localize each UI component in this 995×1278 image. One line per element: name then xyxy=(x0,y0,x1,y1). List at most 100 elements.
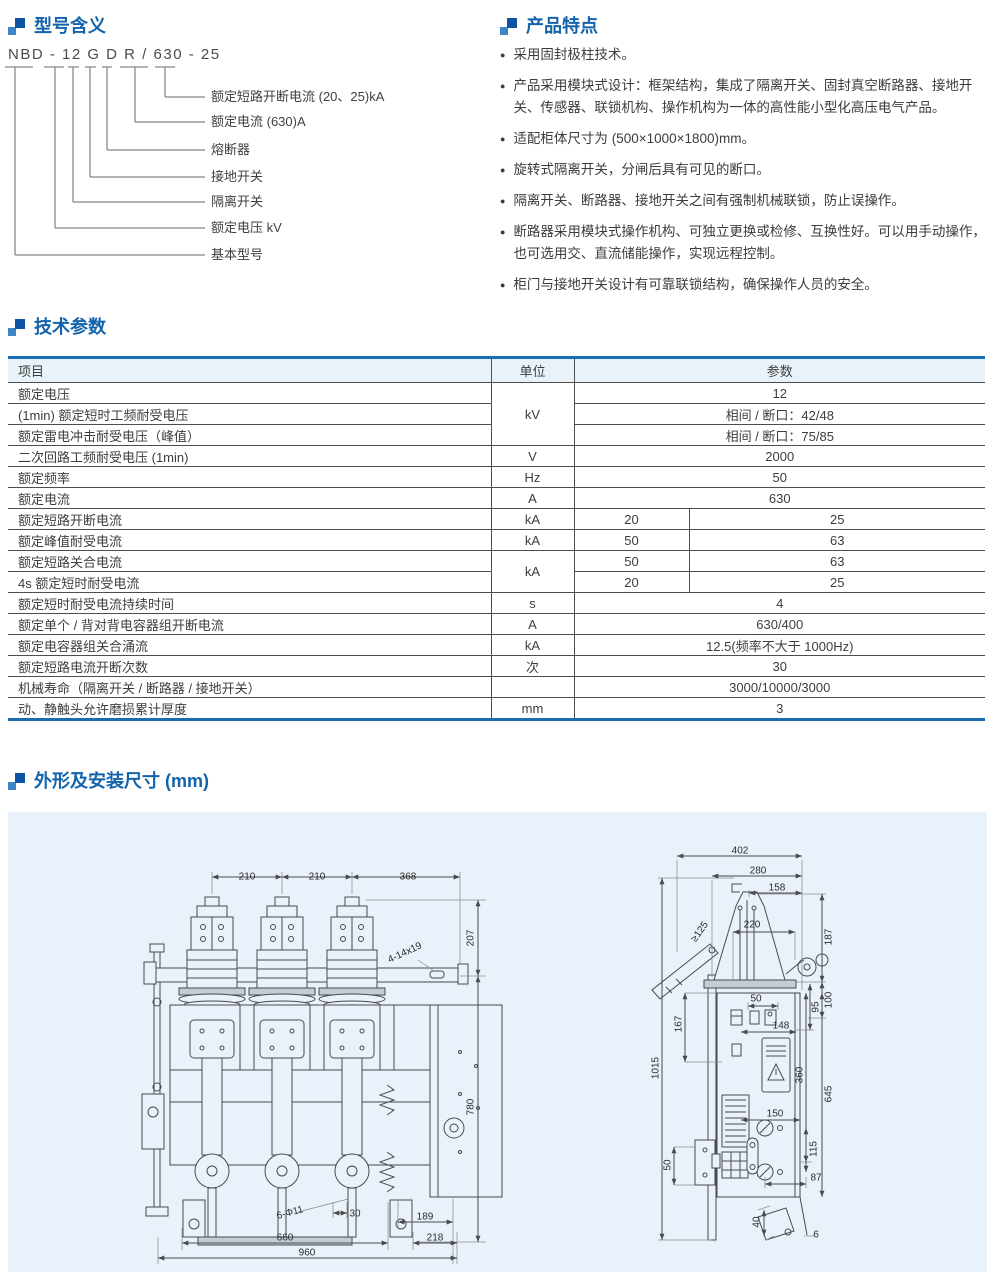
table-row: 额定峰值耐受电流 kA 50 63 xyxy=(8,529,986,551)
dim-label: 115 xyxy=(808,1141,820,1157)
table-row: 额定电容器组关合涌流 kA 12.5(频率不大于 1000Hz) xyxy=(8,634,986,656)
param-item: 额定短路电流开断次数 xyxy=(8,655,491,677)
table-row: (1min) 额定短时工频耐受电压 相间 / 断口：42/48 xyxy=(8,403,986,425)
param-unit: A xyxy=(490,487,574,509)
param-value: 30 xyxy=(573,655,986,677)
param-unit: kA xyxy=(490,634,574,656)
section-bullet-icon xyxy=(8,772,25,790)
section-title-text: 外形及安装尺寸 (mm) xyxy=(34,771,209,791)
bullet-dot-icon: ● xyxy=(500,280,506,290)
side-view-drawing xyxy=(651,853,829,1241)
feature-text: 产品采用模块式设计：框架结构，集成了隔离开关、固封真空断路器、接地开关、传感器、… xyxy=(513,78,973,115)
param-unit: A xyxy=(490,613,574,635)
dim-label: 660 xyxy=(276,1232,294,1244)
feature-text: 隔离开关、断路器、接地开关之间有强制机械联锁，防止误操作。 xyxy=(513,193,905,208)
table-row: 额定短时耐受电流持续时间 s 4 xyxy=(8,592,986,614)
dim-label: 187 xyxy=(823,928,835,946)
param-unit: kA xyxy=(490,550,574,593)
dim-label: 1015 xyxy=(650,1056,662,1080)
param-unit: s xyxy=(490,592,574,614)
feature-item: ● 适配柜体尺寸为 (500×1000×1800)mm。 xyxy=(500,128,992,150)
param-value: 20 xyxy=(573,508,689,530)
param-value: 3 xyxy=(573,697,986,721)
param-unit: mm xyxy=(490,697,574,721)
dim-label: 158 xyxy=(768,882,786,894)
feature-item: ● 产品采用模块式设计：框架结构，集成了隔离开关、固封真空断路器、接地开关、传感器… xyxy=(500,75,992,119)
table-row: 机械寿命（隔离开关 / 断路器 / 接地开关） 3000/10000/3000 xyxy=(8,676,986,698)
param-value: 50 xyxy=(573,529,689,551)
feature-item: ● 柜门与接地开关设计有可靠联锁结构，确保操作人员的安全。 xyxy=(500,274,992,296)
bullet-dot-icon: ● xyxy=(500,165,506,175)
table-row: 额定电流 A 630 xyxy=(8,487,986,509)
dim-label: 645 xyxy=(823,1085,835,1103)
section-bullet-icon xyxy=(500,17,517,35)
param-value: 4 xyxy=(573,592,986,614)
dimensions-section-title: 外形及安装尺寸 (mm) xyxy=(8,770,209,792)
dim-label: 402 xyxy=(731,845,749,857)
features-list: ● 采用固封极柱技术。 ● 产品采用模块式设计：框架结构，集成了隔离开关、固封真空断… xyxy=(500,44,992,305)
dim-label: 189 xyxy=(416,1211,434,1223)
col-header-value: 参数 xyxy=(573,356,986,383)
param-item: 额定短路开断电流 xyxy=(8,508,491,530)
bullet-dot-icon: ● xyxy=(500,50,506,60)
bullet-dot-icon: ● xyxy=(500,134,506,144)
parameters-table: 项目 单位 参数 额定电压 kV 12 (1min) 额定短时工频耐受电压 相间… xyxy=(8,356,986,721)
model-label: 额定短路开断电流 (20、25)kA xyxy=(211,89,385,104)
dim-label: 100 xyxy=(823,991,835,1009)
dim-label: 360 xyxy=(794,1066,806,1084)
model-code-diagram: 额定短路开断电流 (20、25)kA 额定电流 (630)A 熔断器 接地开关 … xyxy=(4,60,490,275)
table-row: 动、静触头允许磨损累计厚度 mm 3 xyxy=(8,697,986,721)
dim-label: 210 xyxy=(238,871,256,883)
feature-text: 断路器采用模块式操作机构、可独立更换或检修、互换性好。可以用手动操作，也可选用交… xyxy=(513,224,986,261)
model-label: 额定电流 (630)A xyxy=(211,114,306,129)
param-value: 63 xyxy=(688,550,986,572)
param-value: 3000/10000/3000 xyxy=(573,676,986,698)
feature-item: ● 采用固封极柱技术。 xyxy=(500,44,992,66)
table-row: 二次回路工频耐受电压 (1min) V 2000 xyxy=(8,445,986,467)
bullet-dot-icon: ● xyxy=(500,81,506,91)
dim-label: 280 xyxy=(749,865,767,877)
param-value: 12 xyxy=(573,382,986,404)
param-value: 25 xyxy=(688,508,986,530)
dim-label: 148 xyxy=(772,1020,790,1032)
param-unit: 次 xyxy=(490,655,574,677)
model-label: 接地开关 xyxy=(211,169,264,184)
param-value: 相间 / 断口：42/48 xyxy=(573,403,986,425)
table-row: 额定单个 / 背对背电容器组开断电流 A 630/400 xyxy=(8,613,986,635)
model-label: 额定电压 kV xyxy=(211,220,282,235)
bullet-dot-icon: ● xyxy=(500,196,506,206)
table-row: 额定频率 Hz 50 xyxy=(8,466,986,488)
feature-text: 适配柜体尺寸为 (500×1000×1800)mm。 xyxy=(513,131,756,146)
dim-label: 95 xyxy=(810,1001,822,1013)
param-unit: kA xyxy=(490,529,574,551)
table-row: 额定短路关合电流 kA 50 63 xyxy=(8,550,986,593)
dim-label: 40 xyxy=(751,1216,763,1228)
param-item: 额定峰值耐受电流 xyxy=(8,529,491,551)
param-unit: V xyxy=(490,445,574,467)
section-bullet-icon xyxy=(8,318,25,336)
param-item: 额定短时耐受电流持续时间 xyxy=(8,592,491,614)
model-label: 隔离开关 xyxy=(211,194,264,209)
feature-text: 采用固封极柱技术。 xyxy=(513,47,635,62)
param-item: 额定单个 / 背对背电容器组开断电流 xyxy=(8,613,491,635)
param-item: 动、静触头允许磨损累计厚度 xyxy=(8,697,491,721)
model-label: 熔断器 xyxy=(211,142,251,157)
dim-label: 30 xyxy=(349,1208,361,1220)
feature-item: ●断路器采用模块式操作机构、可独立更换或检修、互换性好。可以用手动操作，也可选用… xyxy=(500,221,992,265)
param-unit: kV xyxy=(490,382,574,446)
param-value: 相间 / 断口：75/85 xyxy=(573,424,986,446)
col-header-unit: 单位 xyxy=(490,356,574,383)
table-header-row: 项目 单位 参数 xyxy=(8,356,986,383)
dim-label: 368 xyxy=(399,871,417,883)
param-unit: Hz xyxy=(490,466,574,488)
section-title-text: 型号含义 xyxy=(34,16,106,36)
dim-label: 167 xyxy=(673,1015,685,1033)
param-item: (1min) 额定短时工频耐受电压 xyxy=(8,403,491,425)
section-title-text: 技术参数 xyxy=(34,317,106,337)
feature-text: 柜门与接地开关设计有可靠联锁结构，确保操作人员的安全。 xyxy=(513,277,878,292)
model-diagram-lines xyxy=(5,66,205,256)
table-row: 额定电压 kV 12 xyxy=(8,382,986,446)
features-section-title: 产品特点 xyxy=(500,15,598,37)
param-value: 12.5(频率不大于 1000Hz) xyxy=(573,634,986,656)
param-value: 25 xyxy=(688,571,986,593)
